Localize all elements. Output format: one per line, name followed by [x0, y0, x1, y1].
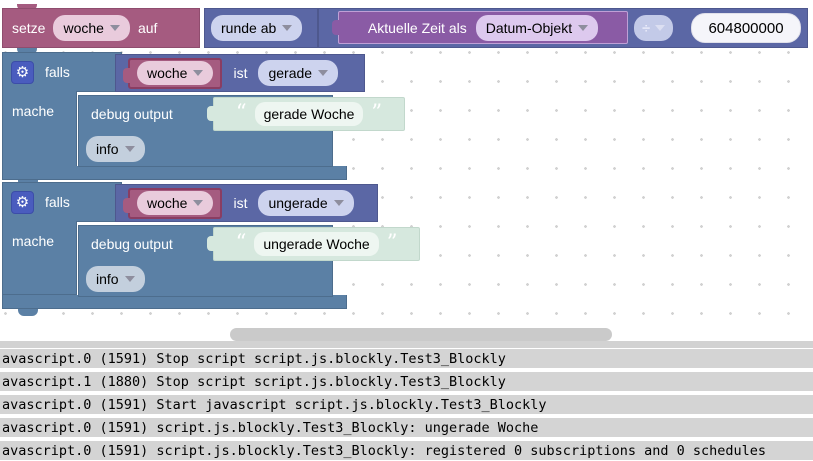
math-divide-block[interactable]: Aktuelle Zeit als Datum-Objekt ÷ 6048000… [318, 8, 808, 48]
if1-condition-block[interactable]: woche ist gerade [115, 54, 365, 92]
time-format-value: Datum-Objekt [485, 19, 573, 36]
horizontal-scrollbar[interactable] [230, 328, 612, 341]
log-line: avascript.0 (1591) script.js.blockly.Tes… [0, 418, 813, 437]
chevron-down-icon [193, 70, 204, 76]
log-level-value: info [96, 141, 119, 157]
scrollbar-track [0, 341, 813, 348]
if-block-1-header[interactable]: ⚙ falls [2, 52, 122, 92]
gear-icon[interactable]: ⚙ [11, 190, 34, 214]
number-input[interactable]: 604800000 [691, 13, 801, 43]
variable-dropdown-value: woche [147, 195, 188, 211]
log-text: avascript.1 (1880) Stop script script.js… [2, 373, 506, 390]
if1-property-dropdown[interactable]: gerade [258, 60, 339, 86]
if2-property-dropdown[interactable]: ungerade [258, 190, 354, 216]
chevron-down-icon [109, 25, 120, 31]
close-quote-icon: ” [386, 230, 398, 254]
log-line: avascript.1 (1880) Stop script script.js… [0, 372, 813, 391]
log-text: avascript.0 (1591) script.js.blockly.Tes… [2, 419, 539, 436]
log-text: avascript.0 (1591) Start javascript scri… [2, 396, 547, 413]
chevron-down-icon [655, 25, 666, 31]
log-line: avascript.0 (1591) Stop script script.js… [0, 349, 813, 368]
block-bottom-tab [18, 309, 38, 316]
variable-dropdown[interactable]: woche [137, 61, 214, 85]
block-top-notch [17, 48, 37, 54]
do-label: mache [12, 233, 55, 249]
operator-dropdown[interactable]: ÷ [634, 15, 674, 41]
round-mode-dropdown[interactable]: runde ab [211, 15, 303, 41]
log-console: avascript.0 (1591) Stop script script.js… [0, 348, 813, 461]
chevron-down-icon [124, 146, 135, 152]
log-level-dropdown[interactable]: info [86, 136, 145, 162]
number-value: 604800000 [708, 19, 784, 37]
variable-dropdown-value: woche [63, 20, 104, 36]
block-top-notch [17, 4, 37, 10]
variable-dropdown[interactable]: woche [53, 15, 130, 41]
log-line: avascript.0 (1591) script.js.blockly.Tes… [0, 441, 813, 460]
string-value: gerade Woche [263, 106, 355, 122]
if-block-1-bottom [2, 166, 347, 180]
debug-label: debug output [91, 106, 173, 122]
set-label: setze [12, 20, 46, 36]
time-format-dropdown[interactable]: Datum-Objekt [475, 14, 599, 41]
if-block-1-body[interactable]: mache [2, 91, 77, 168]
chevron-down-icon [282, 25, 293, 31]
operator-value: ÷ [642, 19, 651, 37]
string-block-1[interactable]: “ gerade Woche ” [207, 97, 405, 131]
open-quote-icon: “ [235, 100, 247, 124]
string-block-2[interactable]: “ ungerade Woche ” [207, 227, 420, 261]
debug-block-2[interactable]: debug output info [78, 225, 333, 297]
is-label: ist [233, 65, 248, 81]
if-label: falls [45, 64, 70, 80]
round-mode-value: runde ab [221, 20, 277, 36]
chevron-down-icon [318, 70, 329, 76]
log-text: avascript.0 (1591) Stop script script.js… [2, 350, 506, 367]
string-value: ungerade Woche [263, 236, 370, 252]
string-input[interactable]: ungerade Woche [254, 232, 379, 256]
if-block-2-header[interactable]: ⚙ falls [2, 182, 122, 222]
if-block-2-body[interactable]: mache [2, 221, 77, 295]
string-input[interactable]: gerade Woche [254, 102, 364, 126]
chevron-down-icon [124, 276, 135, 282]
is-label: ist [233, 195, 248, 211]
if1-variable-block[interactable]: woche [122, 57, 223, 89]
if-label: falls [45, 194, 70, 210]
chevron-down-icon [333, 200, 344, 206]
do-label: mache [12, 103, 55, 119]
chevron-down-icon [193, 200, 204, 206]
open-quote-icon: “ [235, 230, 247, 254]
current-time-block[interactable]: Aktuelle Zeit als Datum-Objekt [332, 11, 628, 44]
variable-dropdown[interactable]: woche [137, 191, 214, 215]
gear-icon[interactable]: ⚙ [11, 60, 34, 84]
property-value: gerade [268, 65, 313, 81]
blockly-workspace[interactable]: setze woche auf runde ab Aktuelle Zeit a… [0, 0, 813, 341]
log-text: avascript.0 (1591) script.js.blockly.Tes… [2, 442, 767, 459]
to-label: auf [137, 20, 158, 36]
variable-dropdown-value: woche [147, 65, 188, 81]
time-label: Aktuelle Zeit als [367, 19, 467, 36]
log-line: avascript.0 (1591) Start javascript scri… [0, 395, 813, 414]
chevron-down-icon [578, 24, 589, 31]
property-value: ungerade [268, 195, 328, 211]
set-variable-block[interactable]: setze woche auf [2, 8, 200, 48]
log-level-value: info [96, 271, 119, 287]
if2-condition-block[interactable]: woche ist ungerade [115, 184, 378, 222]
log-level-dropdown[interactable]: info [86, 266, 145, 292]
debug-label: debug output [91, 236, 173, 252]
if2-variable-block[interactable]: woche [122, 187, 223, 219]
if-block-2-bottom [2, 295, 347, 309]
math-round-block[interactable]: runde ab [204, 8, 318, 48]
close-quote-icon: ” [371, 100, 383, 124]
